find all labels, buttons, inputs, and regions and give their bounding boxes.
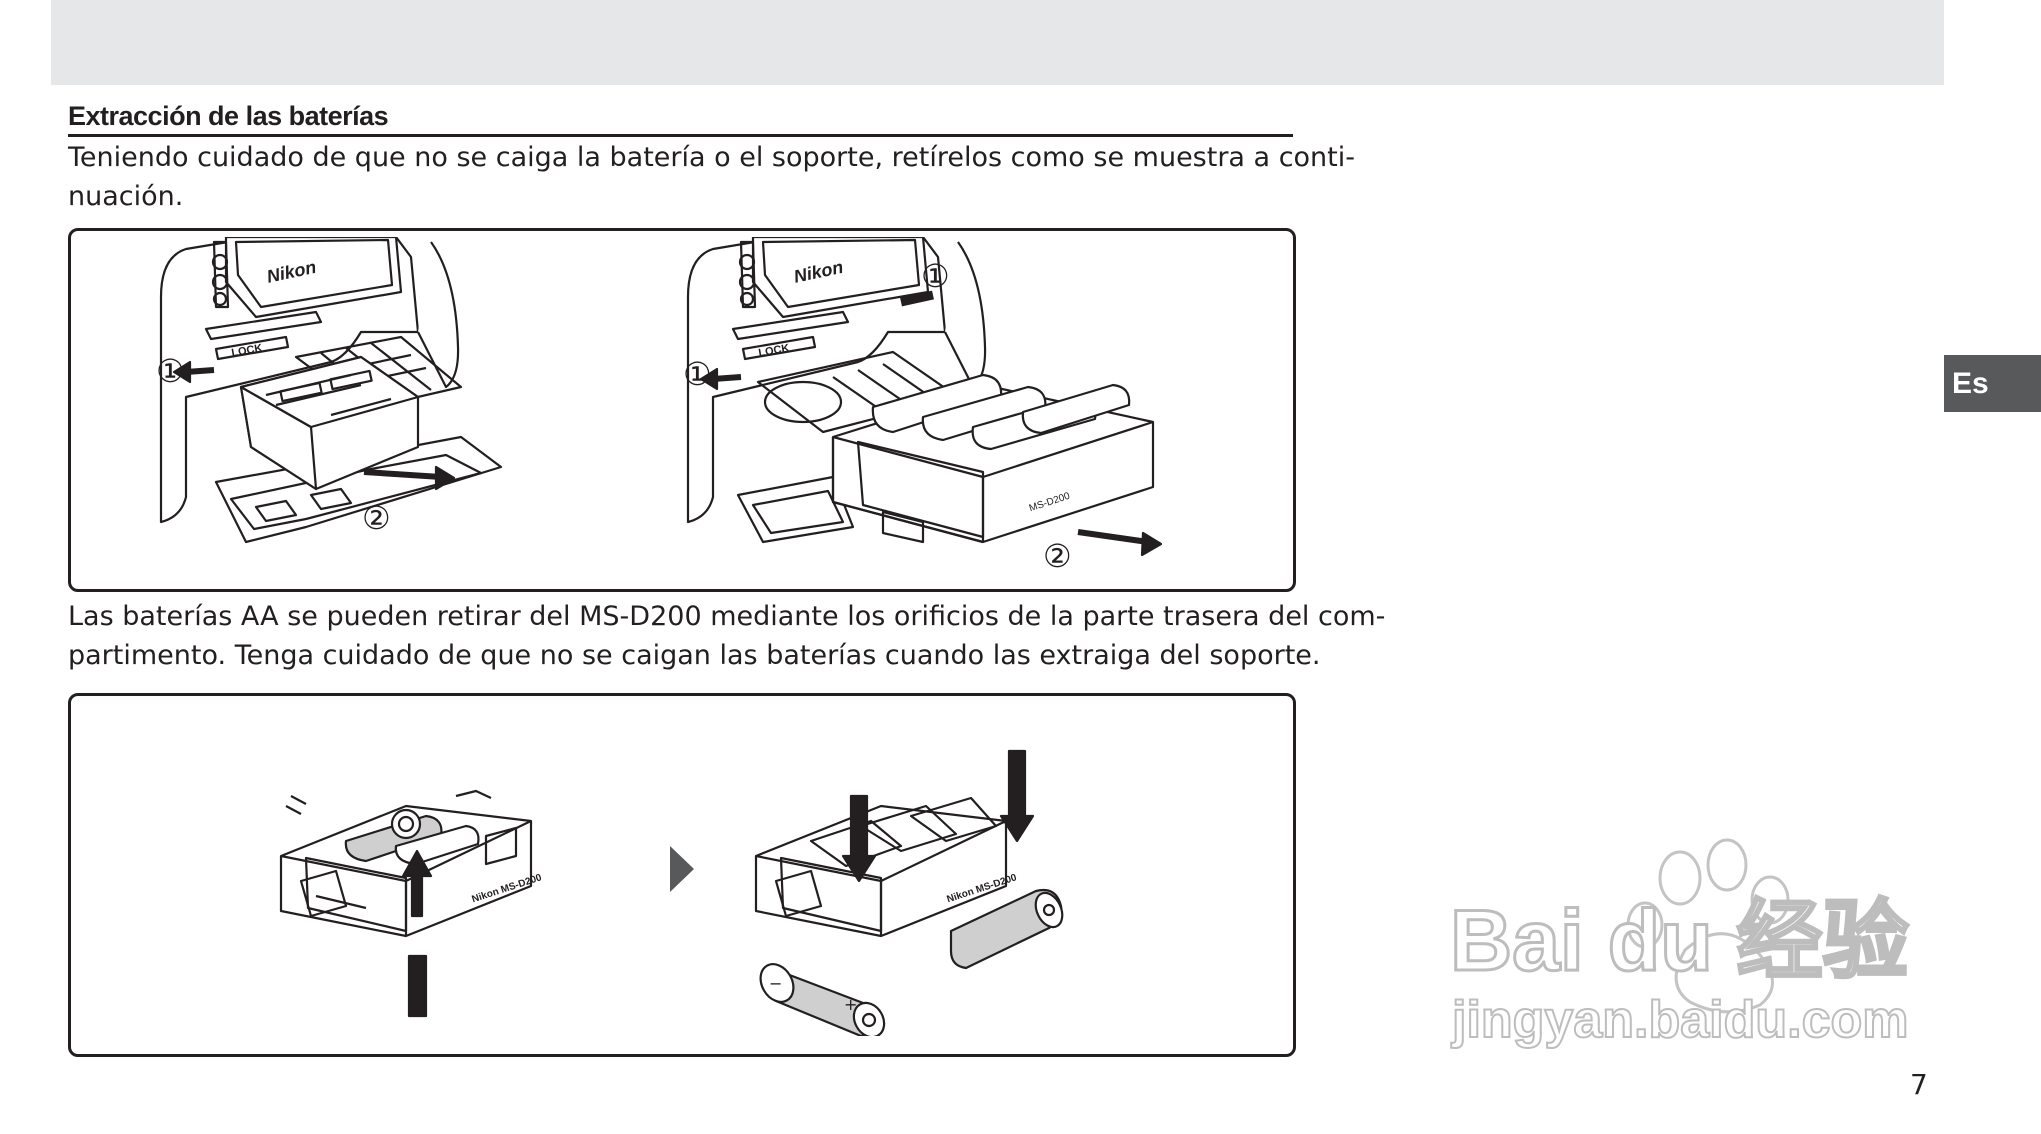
figure-camera-battery-removal: Nikon LOCK ① ② xyxy=(68,228,1296,592)
language-tab: Es xyxy=(1944,355,2041,412)
lock-label: LOCK xyxy=(758,342,791,359)
intro-paragraph: Teniendo cuidado de que no se caiga la b… xyxy=(68,138,1355,216)
step-2-marker: ② xyxy=(362,499,391,537)
minus-terminal-label: − xyxy=(769,974,782,993)
header-band xyxy=(51,0,1944,85)
step-1-marker: ① xyxy=(156,352,185,390)
figure-aa-battery-removal: Nikon MS-D200 xyxy=(68,693,1296,1057)
lock-label: LOCK xyxy=(231,342,264,359)
step-1-marker: ① xyxy=(921,257,950,295)
step-1-marker: ① xyxy=(683,355,712,393)
intro-line: nuación. xyxy=(68,181,184,212)
note-paragraph: Las baterías AA se pueden retirar del MS… xyxy=(68,597,1386,675)
watermark-brand: Bai du 经验 xyxy=(1450,893,1909,989)
baidu-paw-logo: Bai du 经验 xyxy=(1449,838,1910,1014)
intro-line: Teniendo cuidado de que no se caiga la b… xyxy=(68,142,1355,173)
illustration-holder-push-out: Nikon MS-D200 xyxy=(279,789,544,1018)
plus-terminal-label: + xyxy=(844,995,857,1014)
illustration-remove-aa-holder: Nikon LOCK MS-D200 ① ① ② xyxy=(683,237,1163,575)
page-number: 7 xyxy=(1910,1068,1928,1101)
section-title: Extracción de las baterías xyxy=(68,98,1293,137)
illustration-remove-li-battery: Nikon LOCK ① ② xyxy=(156,237,503,544)
step-2-marker: ② xyxy=(1043,537,1072,575)
note-line: partimento. Tenga cuidado de que no se c… xyxy=(68,640,1321,671)
next-step-arrow-icon xyxy=(670,846,694,892)
watermark-url: jingyan.baidu.com xyxy=(1451,990,1909,1050)
illustration-aa-batteries-out: − + Nikon MS-D200 xyxy=(754,749,1064,1036)
note-line: Las baterías AA se pueden retirar del MS… xyxy=(68,601,1386,632)
